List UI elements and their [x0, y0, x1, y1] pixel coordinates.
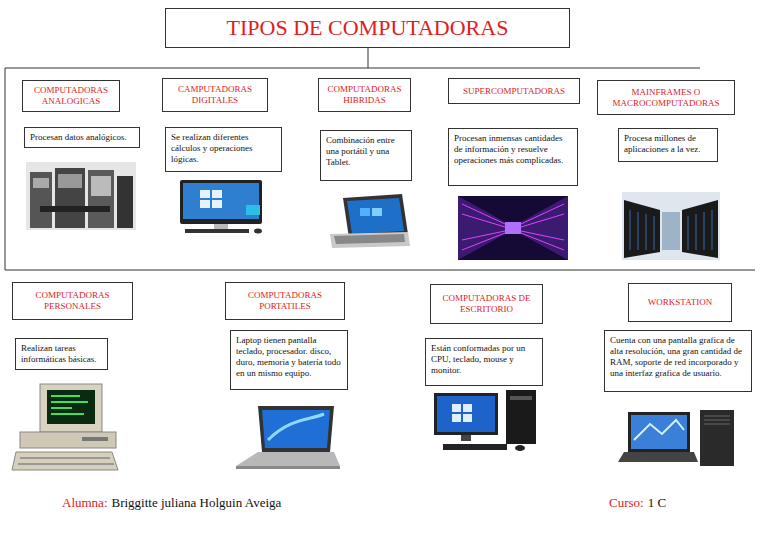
- personal-computer-picture: [12, 384, 118, 470]
- footer-caption: Curso:: [609, 495, 644, 511]
- title-box: TIPOS DE COMPUTADORAS: [165, 8, 570, 48]
- type-name: CAMPUTADORAS DIGITALES: [167, 84, 263, 106]
- type-name: COMPUTADORAS ANALOGICAS: [27, 85, 115, 107]
- type-name: WORKSTATION: [648, 297, 712, 308]
- type-name: COMPUTADORAS DE ESCRITORIO: [435, 293, 538, 315]
- workstation-picture: [618, 410, 734, 466]
- description-box: Realizan tareas informáticas básicas.: [15, 338, 108, 370]
- type-header-box: COMPUTADORAS DE ESCRITORIO: [430, 284, 543, 324]
- description-box: Cuenta con una pantalla grafica de alta …: [604, 330, 752, 392]
- type-header-box: COMPUTADORAS HIBRIDAS: [318, 78, 411, 112]
- footer-caption: Alumna:: [62, 495, 108, 511]
- type-header-box: COMPUTADORAS ANALOGICAS: [22, 80, 120, 112]
- supercomputer-picture: [458, 196, 568, 260]
- description-box: Combinación entre una portátil y una Tab…: [320, 130, 412, 181]
- type-description: Laptop tienen pantalla teclado, procesad…: [236, 335, 342, 379]
- description-box: Laptop tienen pantalla teclado, procesad…: [230, 330, 348, 390]
- type-name: COMPUTADORAS PERSONALES: [17, 290, 128, 312]
- type-description: Procesan inmensas cantidades de informac…: [454, 133, 572, 166]
- frame-lines: [5, 48, 755, 270]
- title-text: TIPOS DE COMPUTADORAS: [227, 15, 509, 41]
- description-box: Procesan datos analógicos.: [24, 127, 140, 148]
- type-name: MAINFRAMES O MACROCOMPUTADORAS: [602, 87, 730, 109]
- desktop-computer-picture: [434, 390, 536, 451]
- description-box: Se realizan diferentes cálculos y operac…: [165, 127, 282, 172]
- type-header-box: COMPUTADORAS PERSONALES: [12, 282, 133, 320]
- type-description: Procesan datos analógicos.: [30, 132, 134, 143]
- type-description: Combinación entre una portátil y una Tab…: [326, 135, 406, 168]
- type-header-box: MAINFRAMES O MACROCOMPUTADORAS: [597, 80, 735, 115]
- type-description: Se realizan diferentes cálculos y operac…: [171, 132, 276, 165]
- type-header-box: WORKSTATION: [628, 283, 732, 322]
- description-box: Procesan inmensas cantidades de informac…: [448, 128, 578, 186]
- description-box: Procesa millones de aplicaciones a la ve…: [618, 128, 718, 162]
- laptop-picture: [236, 406, 340, 469]
- all-in-one-picture: [180, 180, 262, 234]
- type-description: Cuenta con una pantalla grafica de alta …: [610, 335, 746, 379]
- analog-computer-picture: [26, 162, 136, 230]
- type-header-box: CAMPUTADORAS DIGITALES: [162, 78, 268, 112]
- type-description: Están conformadas por un CPU, teclado, m…: [431, 343, 537, 376]
- footer-value: 1 C: [648, 495, 666, 511]
- footer-value: Briggitte juliana Holguin Aveiga: [112, 495, 282, 511]
- type-name: COMPUTADORAS PORTATILES: [230, 290, 340, 312]
- hybrid-laptop-picture: [330, 194, 410, 248]
- description-box: Están conformadas por un CPU, teclado, m…: [425, 338, 543, 386]
- type-header-box: COMPUTADORAS PORTATILES: [225, 282, 345, 320]
- type-name: COMPUTADORAS HIBRIDAS: [323, 84, 406, 106]
- type-name: SUPERCOMPUTADORAS: [463, 86, 565, 97]
- type-description: Realizan tareas informáticas básicas.: [21, 343, 102, 365]
- type-description: Procesa millones de aplicaciones a la ve…: [624, 133, 712, 155]
- type-header-box: SUPERCOMPUTADORAS: [448, 78, 580, 104]
- mainframe-picture: [622, 192, 720, 260]
